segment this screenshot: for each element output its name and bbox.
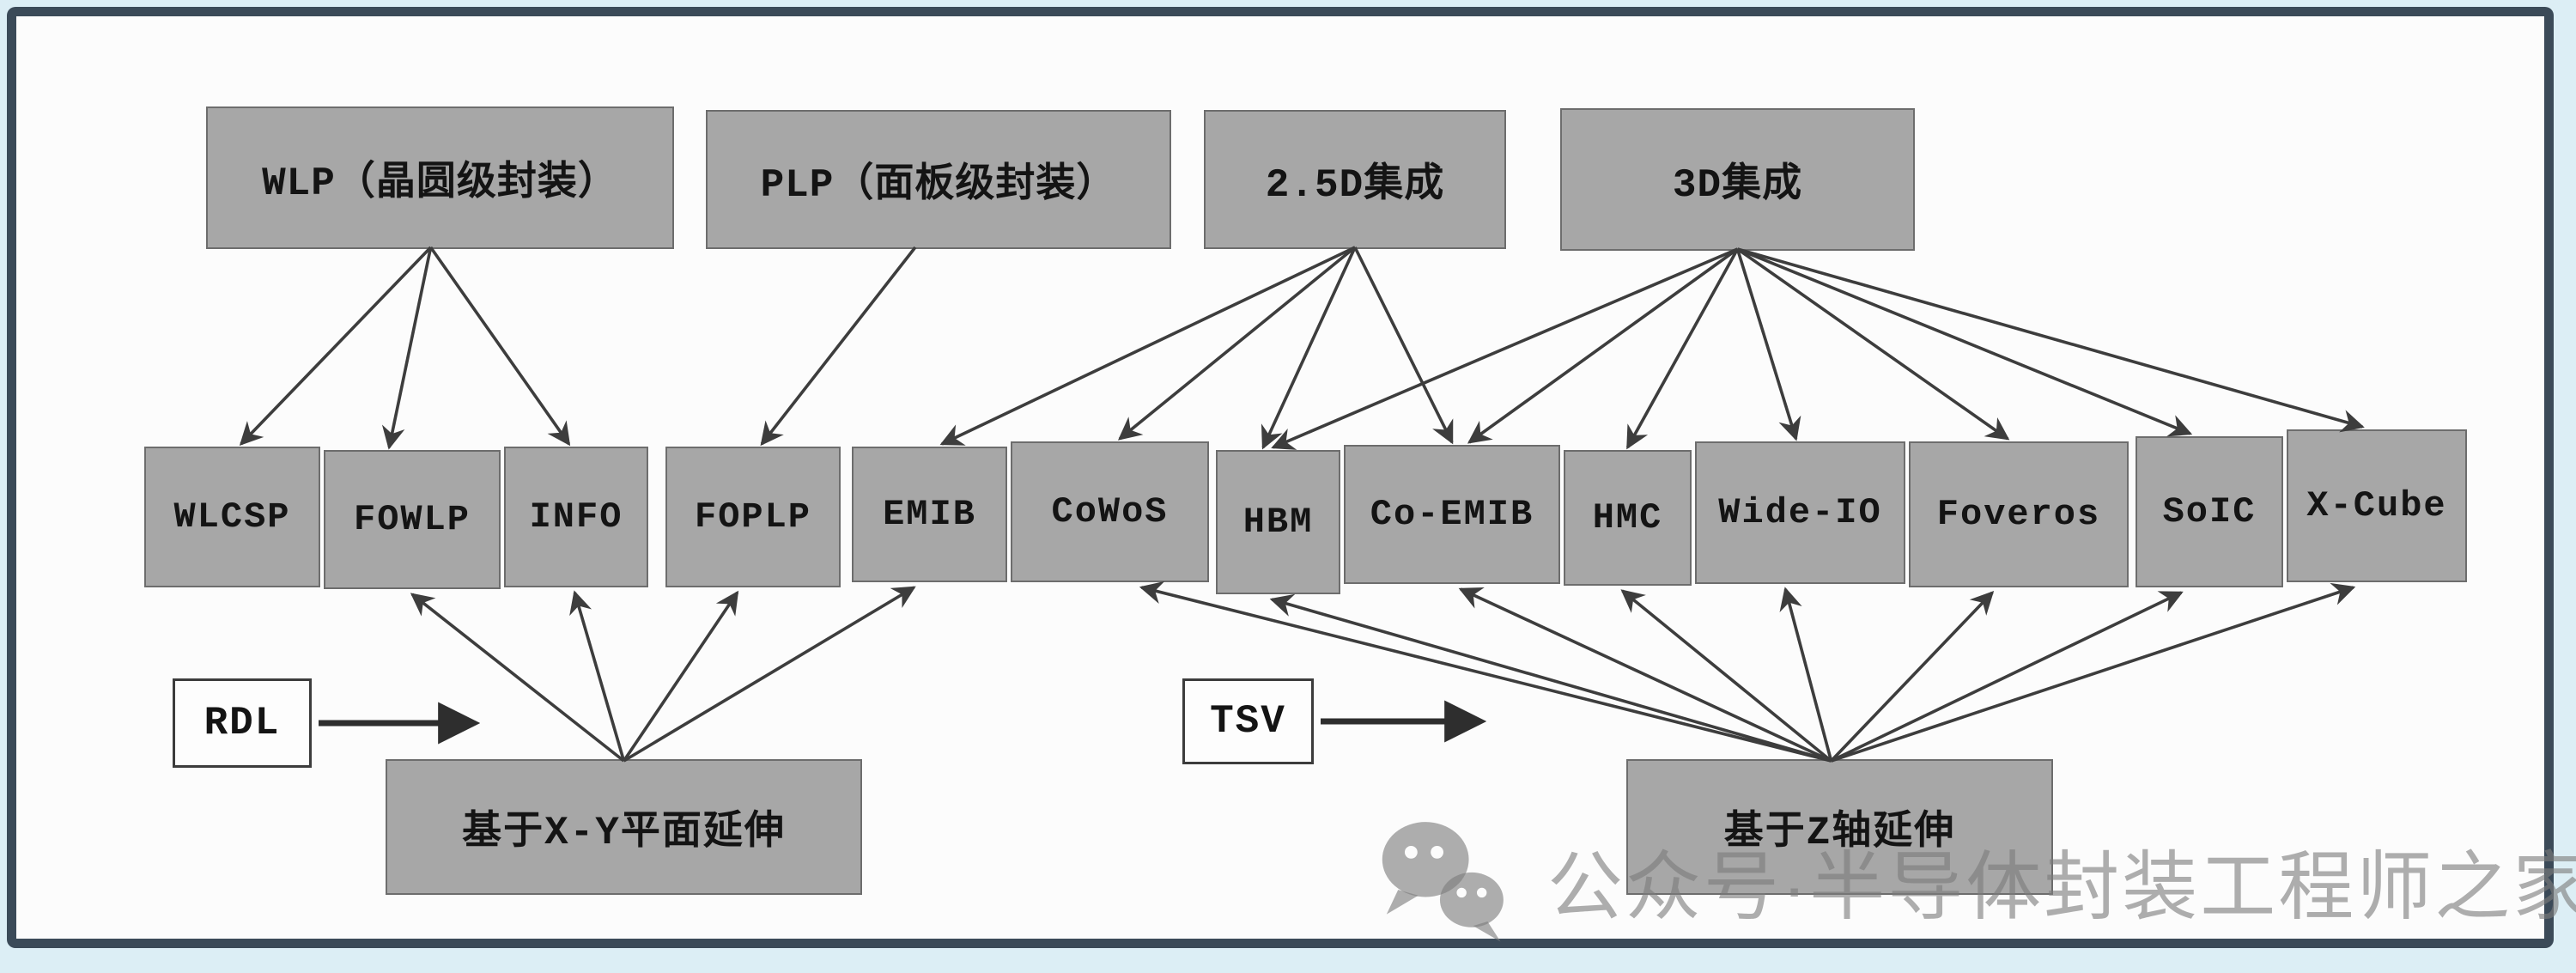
node-label: PLP（面板级封装）	[760, 163, 1117, 208]
node-wideio: Wide-IO	[1695, 441, 1905, 584]
node-label: X-Cube	[2306, 485, 2447, 526]
node-hbm: HBM	[1216, 450, 1340, 594]
node-foplp: FOPLP	[665, 447, 841, 587]
node-tsv: TSV	[1182, 678, 1314, 764]
node-label: FOPLP	[694, 496, 812, 538]
node-soic: SoIC	[2136, 436, 2283, 587]
node-label: 基于Z轴延伸	[1723, 811, 1956, 855]
node-label: FOWLP	[353, 499, 471, 540]
node-label: SoIC	[2162, 491, 2257, 532]
watermark-text: 公众号·半导体封装工程师之家	[1547, 844, 2576, 929]
node-label: EMIB	[883, 494, 976, 535]
node-label: HBM	[1242, 502, 1314, 543]
node-label: HMC	[1592, 497, 1663, 538]
node-label: 2.5D集成	[1265, 163, 1445, 208]
watermark: 公众号·半导体封装工程师之家	[1372, 806, 2576, 956]
node-info: INFO	[504, 447, 648, 587]
node-emib: EMIB	[852, 447, 1007, 582]
node-d25: 2.5D集成	[1204, 110, 1506, 249]
node-label: 3D集成	[1672, 163, 1803, 208]
node-label: 基于X-Y平面延伸	[462, 811, 786, 855]
node-wlp: WLP（晶圆级封装）	[206, 106, 674, 249]
node-d3: 3D集成	[1560, 108, 1915, 251]
node-fowlp: FOWLP	[324, 450, 501, 589]
node-plp: PLP（面板级封装）	[706, 110, 1171, 249]
node-label: RDL	[204, 701, 281, 745]
node-label: TSV	[1210, 699, 1286, 744]
node-label: WLCSP	[173, 496, 291, 538]
node-wlcsp: WLCSP	[144, 447, 320, 587]
node-label: WLP（晶圆级封装）	[262, 161, 618, 206]
node-label: Wide-IO	[1718, 492, 1882, 533]
node-xcube: X-Cube	[2287, 429, 2467, 582]
node-label: INFO	[529, 496, 623, 538]
node-foveros: Foveros	[1909, 441, 2129, 587]
node-cowos: CoWoS	[1011, 441, 1209, 582]
wechat-icon	[1372, 809, 1516, 953]
node-label: Foveros	[1936, 494, 2101, 535]
node-rdl: RDL	[173, 678, 312, 768]
node-hmc: HMC	[1564, 450, 1692, 586]
node-coemib: Co-EMIB	[1344, 445, 1560, 584]
node-z: 基于Z轴延伸	[1626, 759, 2053, 895]
node-xy: 基于X-Y平面延伸	[386, 759, 862, 895]
node-label: Co-EMIB	[1370, 494, 1534, 535]
node-label: CoWoS	[1051, 491, 1169, 532]
